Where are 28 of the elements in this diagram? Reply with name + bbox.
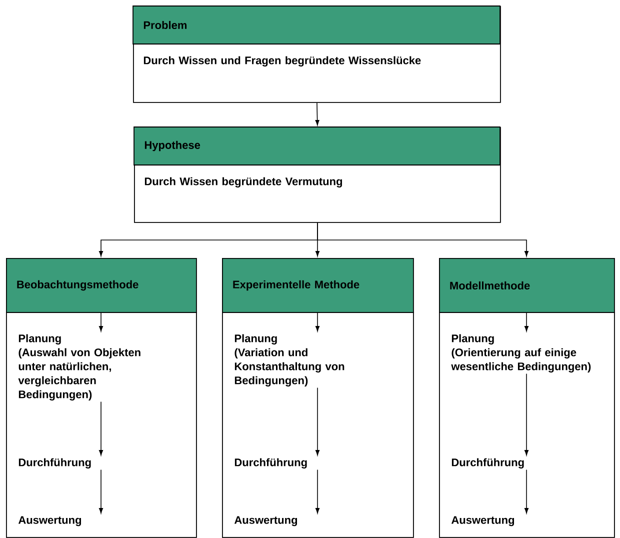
arrow — [315, 102, 320, 126]
step-text: Durchführung — [18, 458, 91, 469]
heading-band: Beobachtungsmethode — [6, 258, 197, 313]
arrow — [524, 312, 528, 332]
step-text: Durchführung — [452, 458, 524, 469]
panel-box — [439, 312, 615, 538]
step-text: Durchführung — [234, 458, 307, 469]
arrow — [316, 469, 320, 514]
arrow — [524, 373, 528, 456]
step-text: Auswertung — [234, 516, 298, 526]
arrow — [316, 312, 320, 332]
heading-band: Experimentelle Methode — [222, 258, 414, 313]
heading-band: Modellmethode — [439, 258, 615, 313]
panel-box — [222, 312, 414, 538]
step-text: Auswertung — [18, 516, 82, 526]
arrow — [316, 387, 320, 456]
step-text: Planung (Auswahl von Objekten unter natürlichen, vergleichbaren Bedingungen) — [18, 334, 140, 400]
panel-box — [6, 312, 197, 538]
arrow — [524, 469, 528, 514]
arrow — [317, 222, 528, 256]
arrow — [99, 401, 103, 456]
arrow — [99, 469, 103, 514]
step-text: Planung (Variation und Konstanthaltung von Bedingungen) — [234, 334, 344, 386]
arrow — [99, 312, 103, 332]
step-text: Auswertung — [451, 516, 514, 526]
flow-box: Problem Durch Wissen und Fragen begründete Wissenslücke — [132, 6, 501, 103]
flow-box: Hypothese Durch Wissen begründete Vermutung — [134, 126, 501, 223]
step-text: Planung (Orientierung auf einige wesentliche Bedingungen) — [451, 334, 591, 372]
